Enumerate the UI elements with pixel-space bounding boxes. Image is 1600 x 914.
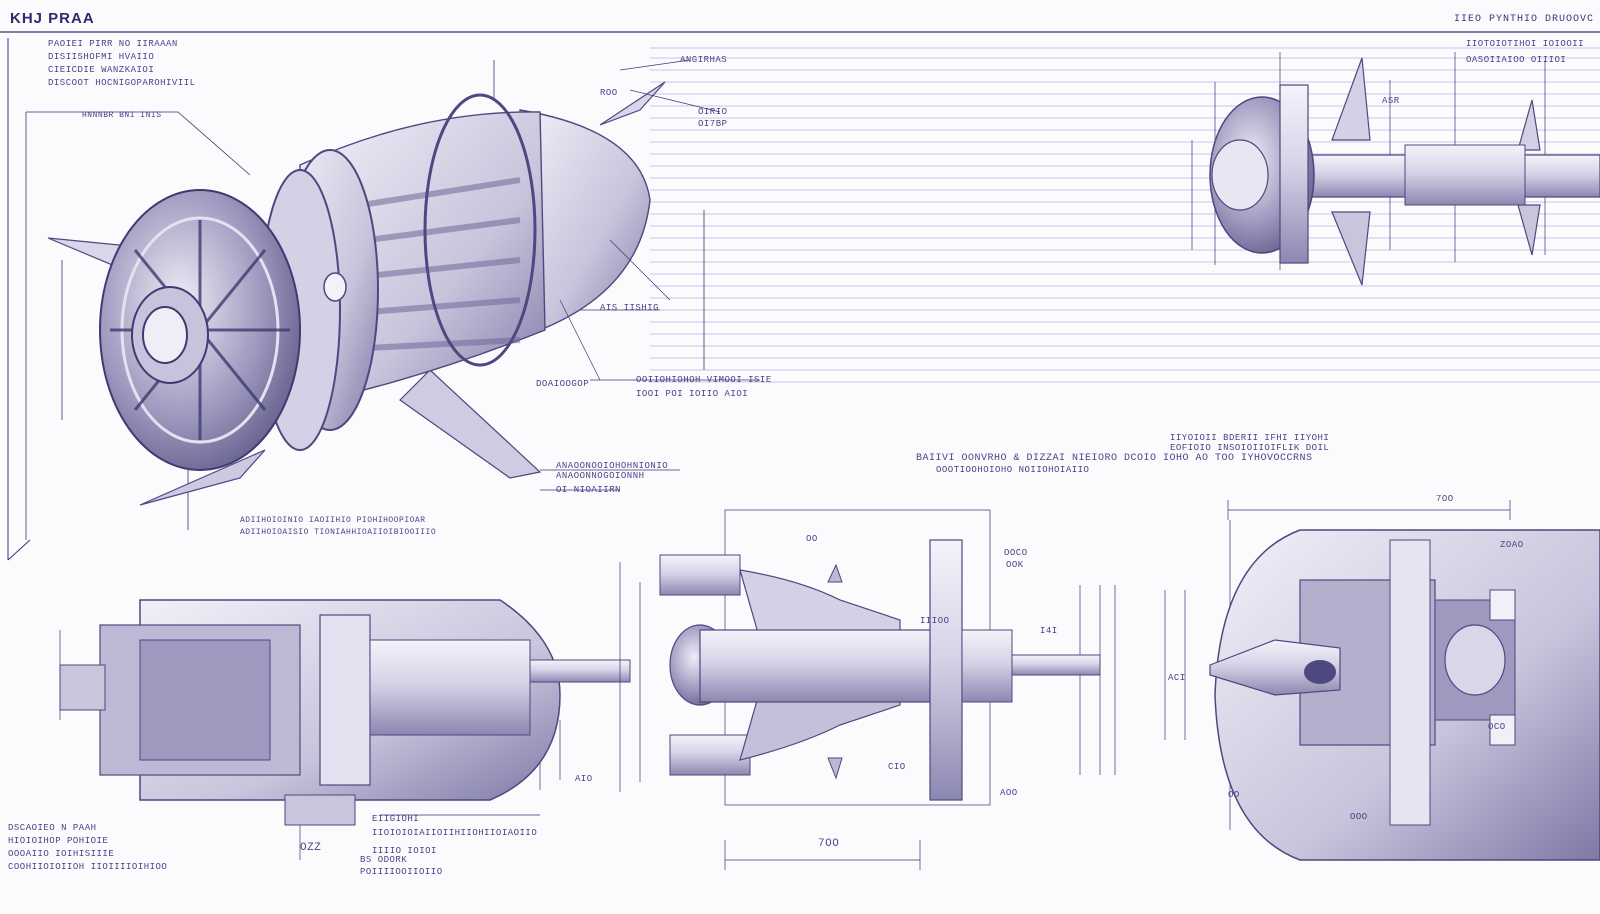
dimension-label: OOO <box>1350 812 1368 822</box>
callout-label: ANAOONOOIOHOHNIONIO <box>556 461 669 471</box>
callout-label: ADIIHOIOAISIO TIONIAHHIOAIIOIBIOOIIIO <box>240 528 437 537</box>
bottom-mid-note: EIIGIOHI <box>372 814 420 824</box>
right-note: OASOIIAIOO OIIIOI <box>1466 55 1567 65</box>
section-view-left <box>59 599 631 860</box>
side-engine-view <box>1191 52 1600 286</box>
callout-label: IOOI POI IOIIO AIOI <box>636 389 749 399</box>
main-engine-view <box>25 59 760 540</box>
center-main-note: BAIIVI OONVRHO & DIZZAI NIEIORO DCOIO IO… <box>916 453 1313 464</box>
callout-label: OOIIOHIOHOH VIMOOI ISIE <box>636 375 772 385</box>
center-heading: IIYOIOII BDERII IFHI IIYOHI <box>1170 433 1330 443</box>
dimension-label: ZOAO <box>1500 540 1524 550</box>
dimension-label: AIO <box>575 774 593 784</box>
note-line: PAOIEI PIRR NO IIRAAAN <box>48 39 178 49</box>
leader-label: HNNNBR BNI INIS <box>82 111 162 120</box>
dimension-label: OO <box>806 534 818 544</box>
callout-label: DOAIOOGOP <box>536 379 590 389</box>
callout-label: AIS IISHIG <box>600 303 660 313</box>
dimension-label: ACI <box>1168 673 1186 683</box>
center-heading: EOFIOIO INSOIOIIOIFLIK DOIL <box>1170 443 1330 453</box>
notes-bottom-left: DSCAOIEO N PAAH HIOIOIHOP POHIOIE OOOAII… <box>8 822 167 874</box>
center-sub-note: OOOTIOOHOIOHO NOIIOHOIAIIO <box>936 465 1090 475</box>
note-line: DISIISHOFMI HVAIIO <box>48 52 155 62</box>
dimension-label: IIIOO <box>920 616 950 626</box>
bottom-mid-note: IIOIOIOIAIIOIIHIIOHIIOIAOIIO <box>372 828 538 838</box>
callout-label: ANAOONNOGOIONNH <box>556 471 645 481</box>
dimension-label: OCO <box>1488 722 1506 732</box>
dimension-label: I4I <box>1040 626 1058 636</box>
sheet-title-right: IIEO PYNTHIO DRUOOVC <box>1453 14 1594 25</box>
note-line: CIEICDIE WANZKAIOI <box>48 65 155 75</box>
bottom-mid-note: BS ODORK <box>360 855 408 865</box>
dimension-label: 7OO <box>1436 494 1454 504</box>
guide-lines <box>650 47 1600 383</box>
dimension-label: ROO <box>600 88 618 98</box>
dimension-label: ASR <box>1382 96 1400 106</box>
dimension-label: 7OO <box>818 838 840 850</box>
top-view-center <box>619 509 1116 870</box>
dimension-label: OZZ <box>300 842 322 854</box>
sheet-title: KHJ PRAA <box>10 10 95 27</box>
note-line: HIOIOIHOP POHIOIE <box>8 836 109 846</box>
dimension-label: OO <box>1228 790 1240 800</box>
dimension-label: OOK <box>1006 560 1024 570</box>
callout-label: ANGIRHAS <box>680 55 728 65</box>
callout-label: OI NIOAIIRN <box>556 485 621 495</box>
note-line: COOHIIOIOIIOH IIOIIIIOIHIOO <box>8 862 168 872</box>
dimension-label: OOCO <box>1004 548 1028 558</box>
dimension-label: CIO <box>888 762 906 772</box>
bottom-mid-note: POIIIIOOIIOIIO <box>360 867 443 877</box>
notes-top-left: PAOIEI PIRR NO IIRAAAN DISIISHOFMI HVAII… <box>48 38 196 90</box>
note-line: DISCOOT HOCNIGOPAROHIVIIL <box>48 78 196 88</box>
dimension-label: AOO <box>1000 788 1018 798</box>
note-line: DSCAOIEO N PAAH <box>8 823 97 833</box>
callout-label: ADIIHOIOINIO IAOIIHIO PIOHIHOOPIOAR <box>240 516 426 525</box>
note-line: OOOAIIO IOIHISIIIE <box>8 849 115 859</box>
callout-label: OIRIO <box>698 107 728 117</box>
bottom-mid-note: IIIIO IOIOI <box>372 846 437 856</box>
callout-label: OI7BP <box>698 119 728 129</box>
section-view-right <box>1164 500 1600 861</box>
right-note: IIOTOIOTIHOI IOIOOII <box>1466 39 1585 49</box>
